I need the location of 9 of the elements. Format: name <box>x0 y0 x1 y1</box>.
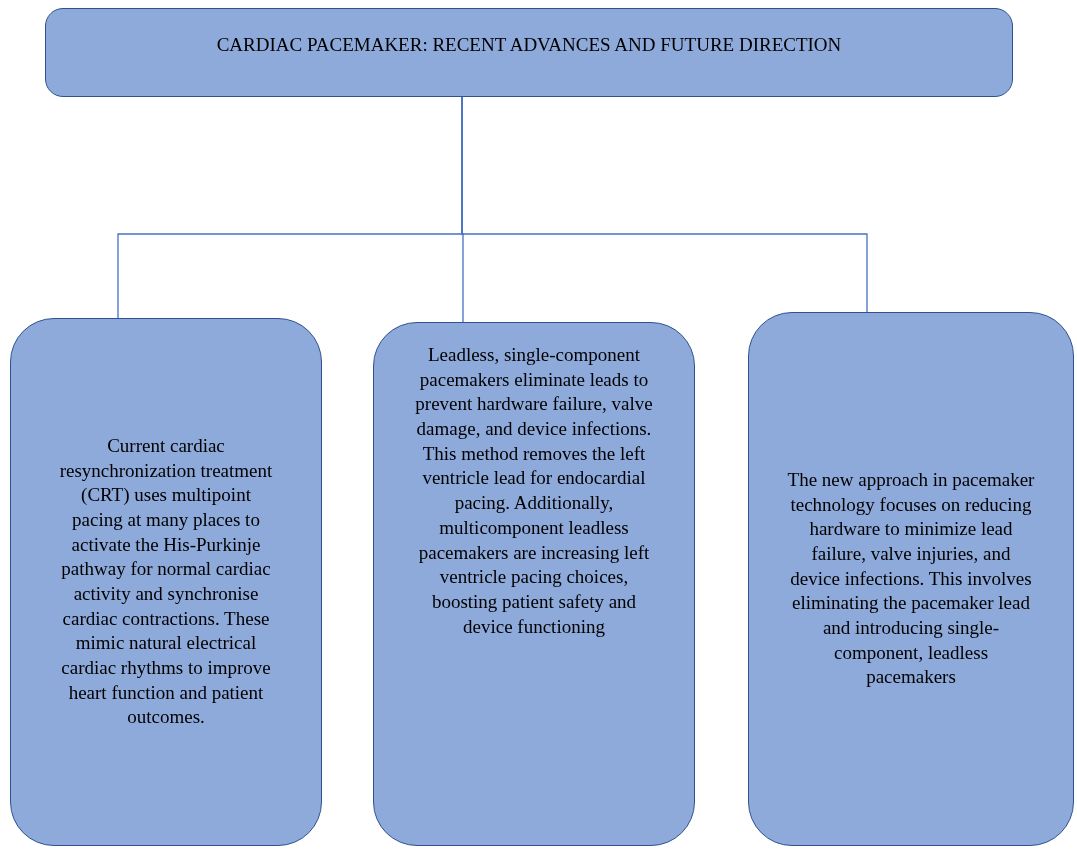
description-text: Current cardiac resynchronization treatment (CRT) uses multipoint pacing at many places to activate the His-Purkinje pathway for normal cardiac activity and synchronise cardiac contractions. These mimic natural electrical cardiac rhythms to improve heart function and patient outcomes. <box>58 433 274 730</box>
content-box <box>10 318 322 846</box>
content-box <box>748 312 1074 846</box>
content-box <box>373 322 695 846</box>
connector-line <box>461 96 868 313</box>
title-text: CARDIAC PACEMAKER: RECENT ADVANCES AND FUTURE DIRECTION <box>216 33 842 57</box>
description-text: Leadless, single-component pacemakers eliminate leads to prevent hardware failure, valve damage, and device infections. This method removes the left ventricle lead for endocardial pacing. Additionally, multicomponent leadless pacemakers are increasing left ventricle pacing choices, boosting patient safety and device functioning <box>414 343 654 639</box>
title-box <box>45 8 1013 97</box>
description-text: The new approach in pacemaker technology focuses on reducing hardware to minimize lead failure, valve injuries, and device infections. This involves eliminating the pacemaker lead and introducing single-component, leadless pacemakers <box>787 467 1035 690</box>
